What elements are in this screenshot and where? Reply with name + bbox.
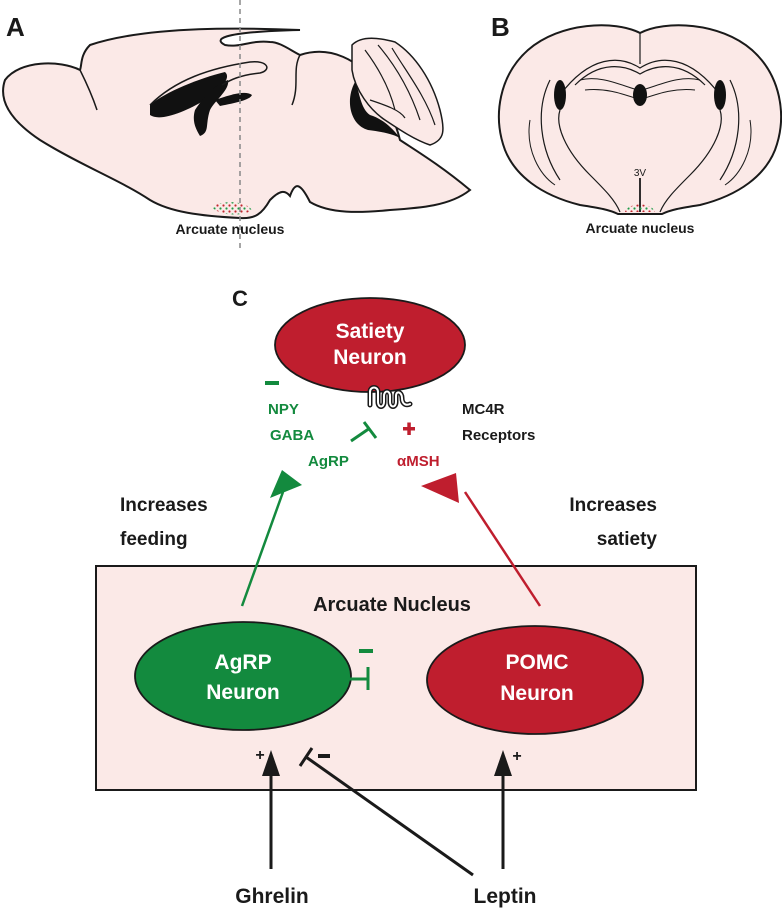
panel-c-letter: C: [232, 286, 248, 311]
ghrelin-plus-sign: +: [255, 747, 264, 764]
satiety-neuron-label-line2: Neuron: [333, 346, 407, 369]
pomc-neuron-label-line1: POMC: [506, 651, 569, 674]
leptin-agrp-inhibition-line: [305, 755, 474, 877]
panel-b: B 3V Arcuate nucleus: [491, 12, 782, 236]
hippocampus-outline: [149, 61, 268, 106]
midbrain-line: [291, 54, 301, 106]
cerebellum-folia: [364, 44, 436, 126]
pomc-projection-line: [463, 491, 542, 607]
leptin-agrp-inhibition-bar-icon: [298, 747, 314, 767]
agrp-neuron-label-line2: Neuron: [206, 681, 280, 704]
fourth-ventricle: [349, 82, 400, 138]
satiety-neuron: [274, 297, 466, 393]
right-lateral-ventricle: [714, 80, 726, 110]
increases-satiety-line2: satiety: [597, 529, 658, 550]
panel-a-letter: A: [6, 12, 25, 42]
arcuate-nucleus-cells-b: [625, 204, 655, 212]
arcuate-nucleus-cells-a: [212, 202, 252, 215]
satiety-neuron-label-line1: Satiety: [336, 320, 405, 343]
pomc-neuron: [426, 625, 644, 735]
ventricle-label-3v: 3V: [634, 168, 647, 179]
increases-feeding-line1: Increases: [120, 495, 208, 516]
panel-a: A Arcuate nucleus: [2, 0, 472, 250]
lateral-ventricle: [150, 72, 228, 118]
agrp-peptide-label: AgRP: [308, 453, 349, 470]
agrp-projection-line: [240, 491, 285, 607]
corpus-callosum-outer: [559, 59, 721, 96]
amsh-label: αMSH: [397, 453, 440, 470]
receptors-label: Receptors: [462, 427, 535, 444]
gaba-label: GABA: [270, 427, 314, 444]
ventricle-extension: [215, 92, 252, 106]
panel-b-letter: B: [491, 12, 510, 42]
coronal-brain-outline: [498, 24, 782, 215]
central-ventricle: [633, 84, 647, 106]
ghrelin-arrowhead-icon: [262, 750, 280, 776]
amsh-excitatory-plus-icon: [407, 422, 411, 435]
increases-satiety-line1: Increases: [569, 495, 657, 516]
corpus-callosum-inner: [574, 66, 706, 86]
fornix-lines: [579, 78, 701, 99]
cortex-sulcus: [79, 69, 98, 111]
leptin-label: Leptin: [474, 885, 537, 908]
left-internal-capsule: [540, 79, 621, 213]
agrp-synapse-arrowhead-icon: [270, 470, 302, 498]
leptin-agrp-minus-icon: [318, 754, 330, 758]
third-ventricle: [193, 80, 229, 136]
right-internal-capsule: [659, 79, 740, 213]
agrp-pomc-minus-icon: [359, 649, 373, 653]
panel-b-caption: Arcuate nucleus: [586, 220, 695, 236]
npy-inhibitory-minus-icon: [265, 381, 279, 385]
mc4r-label: MC4R: [462, 401, 505, 418]
npy-label: NPY: [268, 401, 299, 418]
cortical-layers: [528, 119, 752, 186]
arcuate-nucleus-title: Arcuate Nucleus: [313, 594, 471, 616]
panel-a-caption: Arcuate nucleus: [176, 221, 285, 237]
agrp-inhibition-bar-icon: [362, 421, 378, 439]
pomc-neuron-label-line2: Neuron: [500, 682, 574, 705]
agrp-neuron: [134, 621, 352, 731]
left-lateral-ventricle: [554, 80, 566, 110]
increases-feeding-line2: feeding: [120, 529, 188, 550]
ghrelin-label: Ghrelin: [235, 885, 309, 908]
agrp-neuron-label-line1: AgRP: [214, 651, 271, 674]
leptin-pomc-arrowhead-icon: [494, 750, 512, 776]
leptin-pomc-plus-sign: +: [512, 748, 521, 765]
panel-c: C Satiety Neuron NPY GABA AgRP αMSH MC4R…: [95, 286, 697, 908]
agrp-inhibition-stem: [350, 426, 371, 443]
pomc-synapse-arrowhead-icon: [421, 473, 459, 503]
